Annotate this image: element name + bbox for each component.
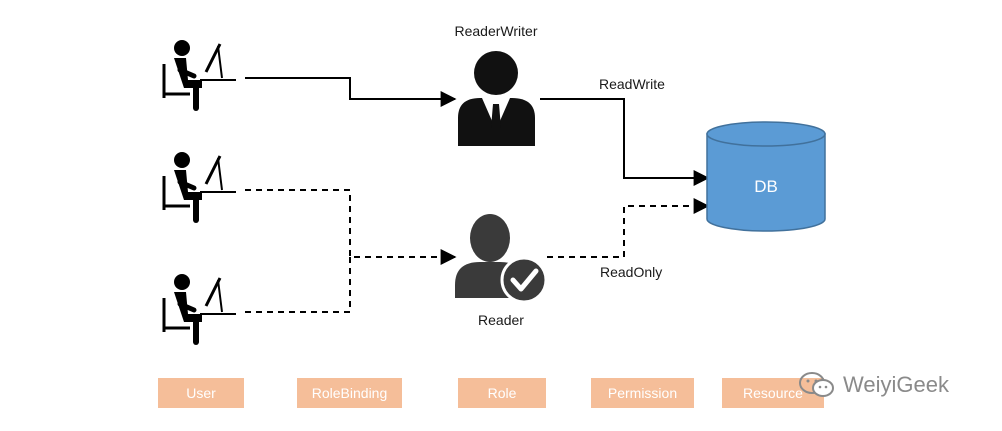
legend-rolebinding: RoleBinding [297, 378, 402, 408]
watermark: WeiyiGeek [797, 370, 949, 400]
readonly-label: ReadOnly [600, 264, 662, 280]
rolebinding-line-readerwriter [245, 77, 457, 107]
legend-user: User [158, 378, 244, 408]
legend-role: Role [458, 378, 546, 408]
wechat-icon [799, 372, 834, 397]
legend-permission: Permission [591, 378, 694, 408]
reader-check-icon [455, 214, 548, 304]
readerwriter-label: ReaderWriter [455, 23, 538, 39]
rolebinding-line-reader-2 [245, 189, 457, 265]
user-icon-1 [164, 40, 236, 108]
watermark-text: WeiyiGeek [843, 372, 949, 397]
rolebinding-line-reader-3 [245, 257, 351, 313]
reader-label: Reader [478, 312, 524, 328]
readwrite-label: ReadWrite [599, 76, 665, 92]
user-icon-3 [164, 274, 236, 342]
database-icon [706, 121, 826, 232]
user-icon-2 [164, 152, 236, 220]
permission-line-readonly [547, 198, 710, 258]
permission-line-readwrite [540, 98, 710, 186]
businessman-icon [458, 51, 535, 146]
legend-resource: Resource [722, 378, 824, 408]
db-label: DB [754, 177, 778, 196]
